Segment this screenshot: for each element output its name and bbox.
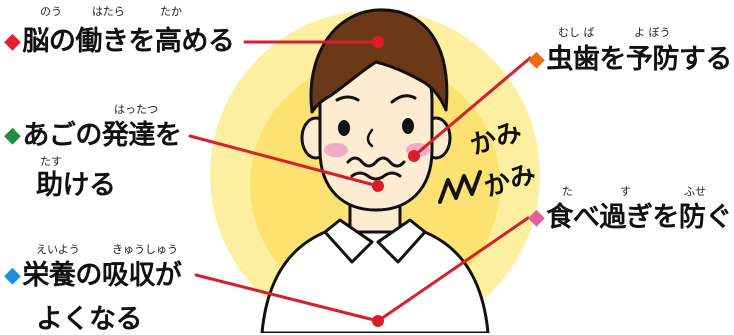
leader-dot-body: [372, 315, 384, 327]
mouth: [346, 156, 406, 168]
label-jaw-text-line1: あごの発達を: [22, 120, 182, 151]
label-overeat-text: 食べ過ぎを防ぐ: [546, 202, 732, 233]
label-jaw: ◆あごの発達を: [4, 120, 182, 151]
leader-line-jaw: [188, 134, 380, 188]
eye-left: [338, 120, 350, 136]
ruby-cavity-1: むし ば: [558, 26, 595, 39]
leader-dot-jaw: [372, 180, 384, 192]
leader-dot-brain: [372, 36, 384, 48]
ruby-jaw-1: はったつ: [114, 103, 158, 116]
leader-line-nutrition: [194, 273, 380, 323]
eye-right: [402, 118, 414, 134]
label-nutrition: ◆栄養の吸収が: [4, 260, 182, 291]
label-brain-text: 脳の働きを高める: [22, 26, 235, 57]
label-overeat: ◆食べ過ぎを防ぐ: [528, 204, 732, 231]
ruby-brain-1: のう: [40, 5, 62, 18]
ruby-nutrition-1: えいよう: [36, 243, 80, 256]
ruby-overeat-3: ふせ: [684, 185, 706, 198]
eyebrow-right: [390, 94, 417, 104]
leader-line-overeat: [376, 216, 530, 323]
leader-dot-cavity: [408, 150, 420, 162]
eyebrow-left: [335, 95, 360, 102]
label-cavity: ◆虫歯を予防する: [528, 46, 732, 73]
leader-line-cavity: [412, 56, 532, 158]
hair: [309, 8, 449, 114]
collar-left: [323, 218, 374, 264]
label-jaw-text-line2: 助ける: [36, 170, 116, 201]
ruby-overeat-1: た: [562, 185, 573, 198]
cheek-left: [324, 143, 348, 157]
ruby-nutrition-2: きゅうしゅう: [112, 243, 178, 256]
ruby-overeat-2: す: [620, 185, 631, 198]
ruby-brain-2: はたら: [92, 5, 125, 18]
diamond-icon: ◆: [4, 263, 21, 288]
mouth-lower: [350, 171, 402, 181]
label-nutrition-text-line1: 栄養の吸収が: [22, 260, 182, 291]
collar-right: [376, 218, 427, 264]
zigzag-icon: [438, 170, 482, 204]
label-brain: ◆脳の働きを高める: [4, 26, 235, 57]
diamond-icon: ◆: [4, 123, 21, 148]
diamond-icon: ◆: [4, 29, 21, 54]
ruby-jaw-2: たす: [40, 155, 62, 168]
diamond-icon: ◆: [528, 205, 545, 230]
label-cavity-text: 虫歯を予防する: [546, 44, 732, 75]
diamond-icon: ◆: [528, 47, 545, 72]
nose: [366, 128, 374, 148]
ruby-brain-3: たか: [160, 5, 182, 18]
label-nutrition-text-line2: よくなる: [36, 304, 143, 335]
ruby-cavity-2: よ ぼう: [634, 26, 671, 39]
